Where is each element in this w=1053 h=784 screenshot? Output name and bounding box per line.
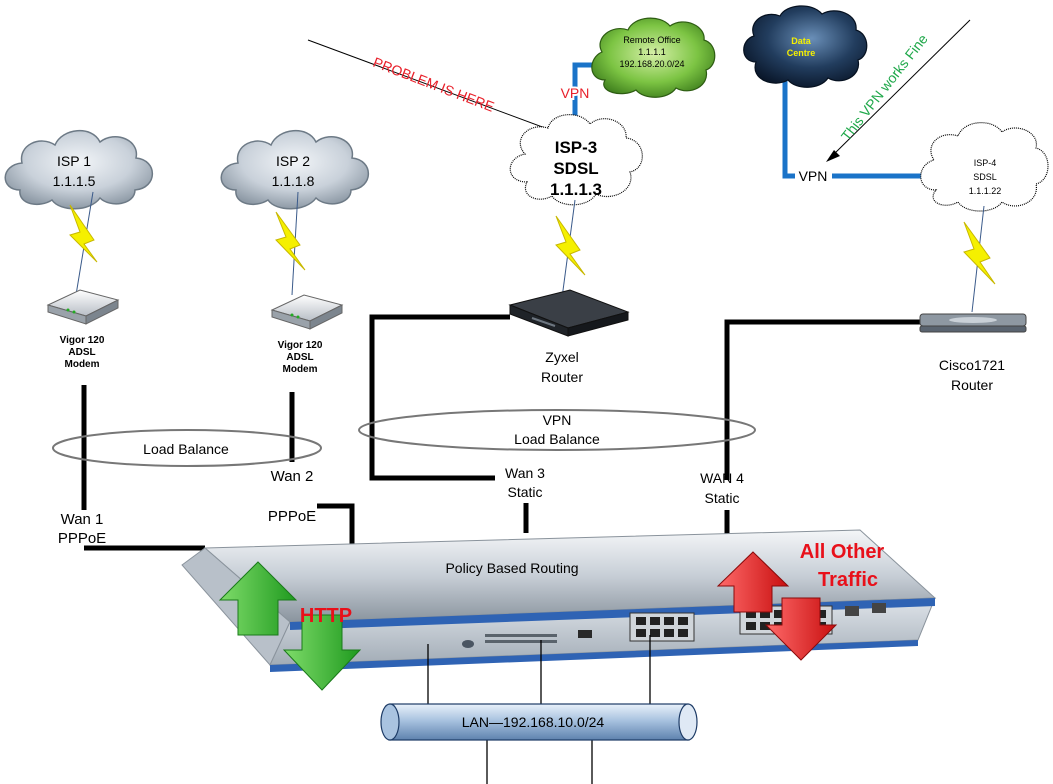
modem2-line2: ADSL [286, 352, 313, 363]
load-balance-left-ellipse [52, 429, 322, 467]
wan2-line1: Wan 2 [271, 468, 314, 485]
data-centre-line2: Centre [787, 48, 816, 58]
vpn-datacentre-label: VPN [799, 168, 828, 184]
remote-office-subnet: 192.168.20.0/24 [619, 59, 684, 69]
wan3-line2: Static [507, 484, 542, 500]
data-centre-cloud [743, 5, 868, 88]
wan4-line2: Static [704, 490, 739, 506]
remote-office-ip: 1.1.1.1 [638, 47, 666, 57]
isp3-cloud [509, 114, 643, 206]
isp4-ip: 1.1.1.22 [969, 186, 1002, 196]
load-balance-right-ellipse [358, 409, 756, 451]
isp1-name: ISP 1 [57, 153, 91, 169]
isp2-cloud [220, 129, 369, 210]
other-traffic-line1: All Other [800, 541, 885, 563]
zyxel-line2: Router [541, 369, 583, 385]
wan2-line2: PPPoE [268, 508, 316, 525]
lightning-isp1 [69, 191, 98, 296]
vpn-fine-arrowhead [826, 150, 840, 162]
wan2-cable-bottom [317, 503, 355, 545]
modem1-line3: Modem [65, 359, 100, 370]
isp3-ip: 1.1.1.3 [550, 180, 602, 199]
isp3-name: ISP-3 [555, 138, 598, 157]
wan1-line2: PPPoE [58, 530, 106, 547]
wan3-line1: Wan 3 [505, 465, 545, 481]
cisco-line1: Cisco1721 [939, 357, 1005, 373]
modem1-line2: ADSL [68, 347, 95, 358]
wan3-cable [369, 314, 510, 481]
modem2-line3: Modem [283, 364, 318, 375]
other-arrow-up [716, 551, 790, 613]
isp1-cloud [4, 129, 153, 210]
modem2-device [270, 294, 344, 330]
load-balance-left-label: Load Balance [143, 441, 229, 457]
isp4-name: ISP-4 [974, 158, 997, 168]
modem1-line1: Vigor 120 [60, 335, 105, 346]
load-balance-right-line2: Load Balance [514, 431, 600, 447]
wan4-line1: WAN 4 [700, 470, 744, 486]
load-balance-right-line1: VPN [543, 412, 572, 428]
isp2-name: ISP 2 [276, 153, 310, 169]
other-arrow-down [764, 597, 838, 661]
remote-office-name: Remote Office [623, 35, 680, 45]
cisco-router-device [919, 313, 1027, 333]
remote-office-cloud [591, 17, 716, 98]
data-centre-line1: Data [791, 36, 812, 46]
isp4-type: SDSL [973, 172, 997, 182]
http-label: HTTP [300, 605, 352, 627]
lightning-isp2 [275, 191, 306, 296]
other-traffic-line2: Traffic [818, 569, 878, 591]
lan-pipe [380, 703, 698, 741]
isp3-type: SDSL [553, 159, 598, 178]
vpn-remote-label: VPN [561, 85, 590, 101]
zyxel-line1: Zyxel [545, 349, 578, 365]
vpn-link-data-centre [782, 80, 795, 179]
vpn-fine-arrow-line [829, 19, 971, 159]
lan-label: LAN—192.168.10.0/24 [462, 714, 605, 730]
policy-routing-label: Policy Based Routing [445, 560, 578, 576]
cisco-line2: Router [951, 377, 993, 393]
isp1-ip: 1.1.1.5 [53, 173, 96, 189]
wan4-cable [724, 319, 922, 480]
problem-annotation: PROBLEM IS HERE [371, 54, 497, 115]
modem1-device [46, 289, 120, 325]
lightning-isp4 [963, 205, 996, 313]
problem-arrow-line [307, 39, 573, 139]
wan1-line1: Wan 1 [61, 511, 104, 528]
lightning-isp3 [555, 199, 586, 299]
isp2-ip: 1.1.1.8 [272, 173, 315, 189]
zyxel-router-device [508, 289, 630, 337]
isp4-cloud [920, 122, 1049, 212]
modem2-line1: Vigor 120 [278, 340, 323, 351]
http-arrow-down [282, 614, 362, 691]
http-arrow-up [218, 561, 298, 636]
